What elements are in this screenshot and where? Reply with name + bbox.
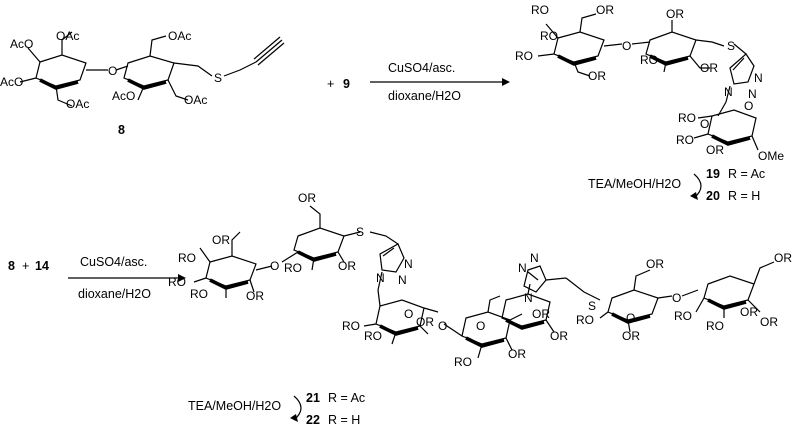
p21-o-ring-2: O <box>476 319 485 333</box>
p21-or-3: OR <box>298 191 316 205</box>
reaction-arrow-1-head <box>502 78 510 86</box>
p21-o-link-3: O <box>672 291 681 305</box>
p21-or-1: OR <box>212 233 230 247</box>
p19-ro-6: RO <box>676 133 694 147</box>
compound-19-20-structure <box>537 13 759 151</box>
compound-21-22-structure <box>193 205 775 359</box>
p19-o-ring2: O <box>744 99 753 113</box>
p19-or-3: OR <box>666 7 684 21</box>
p21-ro-9: RO <box>674 309 692 323</box>
p21-n-5: N <box>530 251 539 265</box>
p21-ro-8: RO <box>576 313 594 327</box>
p21-or-12: OR <box>760 315 778 329</box>
compound-8-label-2: 8 <box>8 259 15 273</box>
p19-or-1: OR <box>596 3 614 17</box>
c8-aco-3: AcO <box>112 89 135 103</box>
p19-o-ring: O <box>700 117 709 131</box>
p21-ro-1: RO <box>178 251 196 265</box>
compound-8-label: 8 <box>118 123 125 137</box>
p21-n-1: N <box>404 257 413 271</box>
c8-oac-4: OAc <box>184 93 207 107</box>
p21-or-13: OR <box>740 305 758 319</box>
compound-22-label: 22 <box>306 413 320 427</box>
c8-oac-1: OAc <box>56 29 79 43</box>
p19-ro-2: RO <box>515 49 533 63</box>
p21-or-11: OR <box>774 251 792 265</box>
deprotection-2: TEA/MeOH/H2O <box>188 399 281 413</box>
p19-or-4: OR <box>700 61 718 75</box>
p19-s: S <box>727 39 735 53</box>
c8-o-link: O <box>108 64 117 78</box>
p21-n-6: N <box>524 291 533 305</box>
deprotection-arrow-1-head <box>690 192 698 200</box>
p21-o-link-2: O <box>438 319 447 333</box>
conditions-1-top: CuSO4/asc. <box>388 61 455 75</box>
p21-ro-5: RO <box>342 319 360 333</box>
p21-or-8: OR <box>550 329 568 343</box>
p21-s-1: S <box>356 225 364 239</box>
p19-ro-1: RO <box>531 3 549 17</box>
p19-triazole-n1: N <box>754 71 763 85</box>
compound-21-label: 21 <box>306 391 320 405</box>
p21-or-4: OR <box>338 259 356 273</box>
p21-or-5: OR <box>416 315 434 329</box>
p21-or-2: OR <box>246 289 264 303</box>
deprotection-1: TEA/MeOH/H2O <box>588 177 681 191</box>
p19-triazole-n3: N <box>724 85 733 99</box>
p21-ro-6: RO <box>364 329 382 343</box>
compound-21-r: R = Ac <box>328 391 365 405</box>
compound-20-r: R = H <box>728 189 760 203</box>
p19-or-5: OR <box>706 143 724 157</box>
p21-ro-10: RO <box>706 319 724 333</box>
compound-19-r: R = Ac <box>728 167 765 181</box>
p21-o-ring-3: O <box>626 311 635 325</box>
p19-ro-4: RO <box>640 53 658 67</box>
p21-o-ring-1: O <box>404 307 413 321</box>
p21-ro-2: RO <box>168 275 186 289</box>
compound-14-label: 14 <box>35 259 49 273</box>
compound-20-label: 20 <box>706 189 720 203</box>
p21-n-4: N <box>518 261 527 275</box>
c8-oac-2: OAc <box>66 97 89 111</box>
c8-aco-1: AcO <box>10 37 33 51</box>
plus-sign-2: + <box>22 259 29 273</box>
conditions-1-bottom: dioxane/H2O <box>388 89 461 103</box>
compound-19-label: 19 <box>706 167 720 181</box>
p21-s-2: S <box>588 299 596 313</box>
p21-n-2: N <box>398 273 407 287</box>
p21-or-9: OR <box>646 257 664 271</box>
p19-ro-5: RO <box>678 111 696 125</box>
p21-ro-7: RO <box>454 355 472 369</box>
p21-or-7: OR <box>532 307 550 321</box>
compound-8-structure <box>19 31 285 107</box>
p19-ro-3: RO <box>540 29 558 43</box>
compound-22-r: R = H <box>328 413 360 427</box>
p21-or-10: OR <box>622 329 640 343</box>
p21-or-6: OR <box>508 347 526 361</box>
p21-ro-3: RO <box>190 287 208 301</box>
plus-sign-1: + <box>327 77 334 91</box>
c8-s: S <box>214 71 222 85</box>
deprotection-arrow-2-head <box>290 414 298 422</box>
conditions-2-top: CuSO4/asc. <box>80 255 147 269</box>
p21-n-3: N <box>376 271 385 285</box>
p21-ro-4: RO <box>284 261 302 275</box>
conditions-2-bottom: dioxane/H2O <box>78 287 151 301</box>
p19-or-2: OR <box>588 69 606 83</box>
reaction-arrow-2-head <box>178 274 186 282</box>
c8-aco-2: AcO <box>0 75 23 89</box>
compound-9-label: 9 <box>343 77 350 91</box>
p21-o-link-1: O <box>270 259 279 273</box>
c8-oac-3: OAc <box>168 29 191 43</box>
p19-o-link: O <box>622 39 631 53</box>
p19-triazole-n2: N <box>748 87 757 101</box>
p19-ome: OMe <box>758 149 784 163</box>
